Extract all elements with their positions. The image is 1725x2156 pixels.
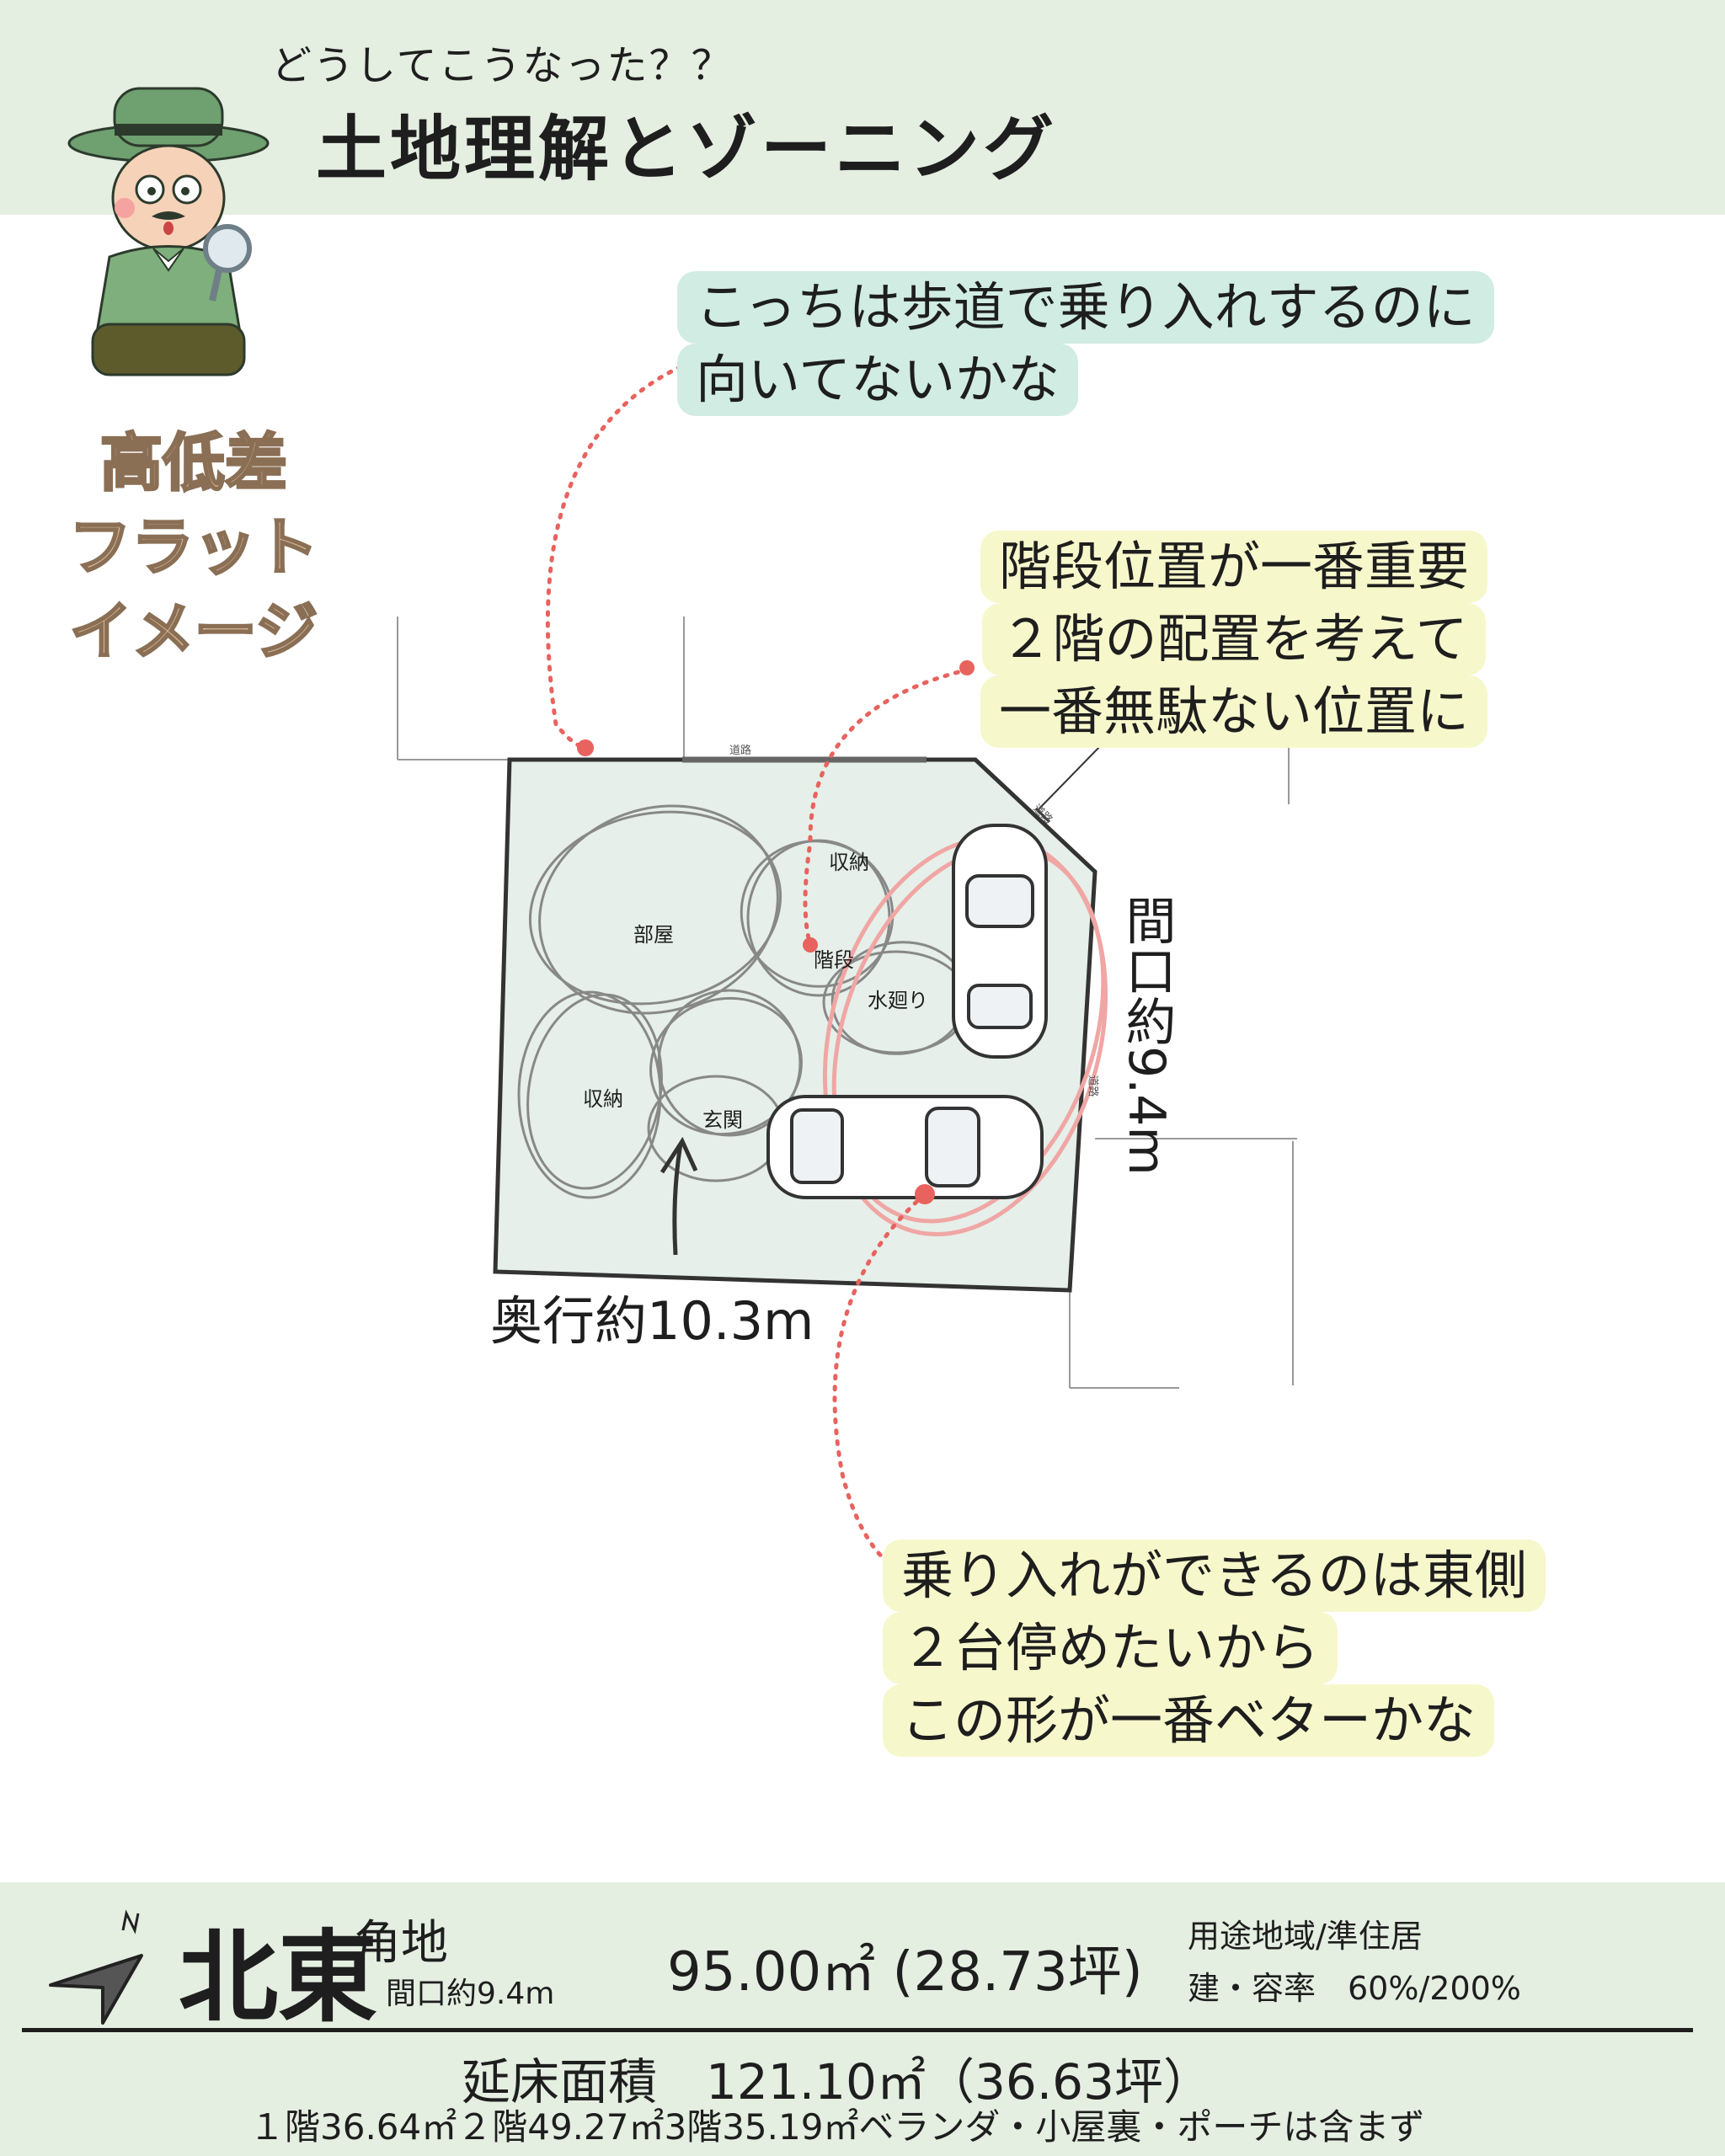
callout-line: 向いてないかな [677,344,1079,416]
storage-label: 収納 [583,1087,623,1111]
callout-line: 乗り入れができるのは東側 [883,1540,1546,1612]
site-plan [397,357,1297,1625]
feature-height-diff: 高低差 [99,426,289,501]
divider [22,2028,1693,2032]
callout-line: ２階の配置を考えて [981,603,1487,675]
depth-dimension: 奥行約10.3m [490,1290,814,1352]
floor-area-breakdown: １階36.64㎡２階49.27㎡3階35.19㎡ベランダ・小屋裏・ポーチは含まず [249,2106,1425,2148]
feature-image: イメージ [68,595,319,670]
lot-direction: 北東 [179,1919,378,2036]
footer-band [0,1882,1725,2156]
north-arrow-icon [49,1909,143,2025]
detective-illustration [67,87,270,376]
frontage-info: 間口約9.4m [386,1977,555,2011]
callout-line: 階段位置が一番重要 [980,531,1488,603]
car-icon [766,1095,1044,1199]
entrance-label: 玄関 [702,1108,743,1132]
room-label: 部屋 [633,923,674,947]
feature-list: 高低差 フラット イメージ [51,421,337,674]
frontage-dimension: 間口約9.4m [1117,894,1176,1176]
stairs-label: 階段 [814,948,854,972]
zoning-info: 用途地域/準住居 [1188,1918,1423,1955]
callout-line: ２台停めたいから [883,1612,1338,1684]
road-label: 道路 [729,744,752,757]
storage-label: 収納 [829,851,869,874]
coverage-ratio: 建・容率 60%/200% [1188,1970,1521,2007]
subtitle: どうしてこうなった？？ [271,42,734,89]
callout-line: こっちは歩道で乗り入れするのに [677,271,1494,344]
lot-type: 角地 [354,1916,448,1971]
total-floor-area: 延床面積 121.10㎡（36.63坪） [462,2053,1212,2111]
callout-sidewalk: こっちは歩道で乗り入れするのに 向いてないかな [677,271,1494,416]
callout-line: 一番無駄ない位置に [980,675,1488,748]
callout-driveway: 乗り入れができるのは東側 ２台停めたいから この形が一番ベターかな [883,1540,1546,1757]
callout-line: この形が一番ベターかな [883,1684,1495,1757]
callout-stairs: 階段位置が一番重要 ２階の配置を考えて 一番無駄ない位置に [980,531,1488,748]
feature-flat: フラット [68,510,320,585]
car-icon [952,824,1048,1059]
header-band [0,0,1725,215]
page-title: 土地理解とゾーニング [316,108,1058,190]
entrance-arrow-icon [660,1136,698,1256]
water-area-label: 水廻り [868,989,928,1012]
lot-area: 95.00㎡ (28.73坪) [667,1941,1143,2004]
road-label: 道路 [1086,1075,1099,1097]
